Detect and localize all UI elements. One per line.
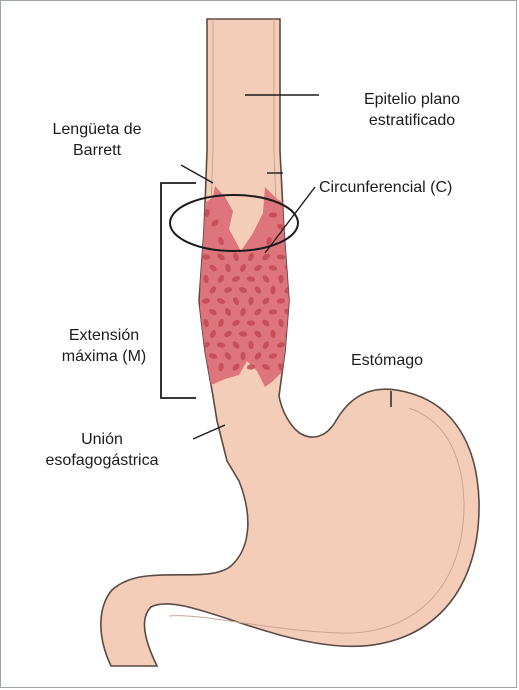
label-extension-line2: máxima (M) xyxy=(61,348,147,365)
barrett-texture-spot xyxy=(201,298,211,304)
barrett-texture-spot xyxy=(211,219,219,227)
barrett-texture-spot xyxy=(278,363,284,371)
barrett-texture-spot xyxy=(262,319,270,327)
barrett-texture-spot xyxy=(217,253,225,261)
barrett-texture-spot xyxy=(270,285,276,295)
barrett-texture-spot xyxy=(203,318,209,328)
barrett-mucosa xyxy=(199,186,289,387)
label-union-esofagogastrica: Unión esofagogástrica xyxy=(46,429,159,471)
barrett-texture-spot xyxy=(217,298,225,304)
barrett-texture-spot xyxy=(232,341,240,349)
barrett-texture-spot xyxy=(216,342,226,348)
barrett-texture-spot xyxy=(225,263,231,273)
leader-lengueta xyxy=(180,164,214,184)
barrett-texture-spot xyxy=(223,287,233,293)
barrett-texture-spot xyxy=(270,329,276,339)
barrett-texture-spot xyxy=(262,341,270,349)
barrett-texture-spot xyxy=(262,297,270,305)
barrett-texture-spot xyxy=(254,352,262,360)
label-epitelio-plano: Epitelio plano estratificado xyxy=(364,89,460,131)
barrett-texture-spot xyxy=(262,363,270,371)
barrett-texture-spot xyxy=(209,264,217,272)
barrett-texture-spot xyxy=(268,353,278,359)
barrett-texture-spot xyxy=(224,352,232,360)
leader-circunferencial xyxy=(264,186,316,254)
barrett-texture-spot xyxy=(268,212,278,218)
barrett-texture-spot xyxy=(276,342,286,348)
barrett-texture-spot xyxy=(203,274,209,284)
barrett-texture-spot xyxy=(248,340,254,350)
barrett-texture-spot xyxy=(232,363,240,371)
barrett-texture-spot xyxy=(278,318,284,328)
label-epitelio-line1: Epitelio plano xyxy=(363,91,461,108)
barrett-texture-spot xyxy=(246,320,256,326)
barrett-texture-spot xyxy=(268,309,278,315)
barrett-texture-spot xyxy=(210,330,216,338)
barrett-texture-spot xyxy=(209,308,217,316)
barrett-texture-spot xyxy=(232,319,240,327)
label-union-line2: esofagogástrica xyxy=(45,452,159,469)
barrett-texture-spot xyxy=(254,330,262,338)
barrett-texture-spot xyxy=(224,330,232,338)
barrett-texture-spot xyxy=(262,275,270,283)
barrett-texture-spot xyxy=(254,308,262,316)
barrett-texture-spot xyxy=(268,265,278,271)
barrett-texture-spot xyxy=(204,208,210,218)
barrett-texture-spot xyxy=(208,353,218,359)
label-lengueta-barrett: Lengüeta de Barrett xyxy=(53,119,142,161)
barrett-texture-spot xyxy=(246,364,256,370)
label-lengueta-line2: Barrett xyxy=(72,142,122,159)
barrett-texture-spot xyxy=(201,254,211,260)
extension-bracket xyxy=(160,182,196,399)
barrett-texture-spot xyxy=(278,274,284,284)
barrett-texture-spot xyxy=(276,254,286,260)
label-epitelio-line2: estratificado xyxy=(368,112,456,129)
barrett-texture-spot xyxy=(238,331,248,337)
barrett-texture-spot xyxy=(248,252,254,262)
barrett-texture-spot xyxy=(284,286,289,294)
barrett-texture-spot xyxy=(209,286,217,294)
barrett-texture-spot xyxy=(231,276,241,282)
barrett-texture-spot xyxy=(238,287,248,293)
stomach-inner-wall xyxy=(168,407,465,634)
barrett-texture-spot xyxy=(218,236,224,246)
label-union-line1: Unión xyxy=(81,431,123,448)
barrett-texture-spot xyxy=(254,286,262,294)
barrett-texture-spot xyxy=(284,308,289,316)
barrett-texture-spot xyxy=(246,276,256,282)
barrett-texture-spot xyxy=(217,275,225,283)
barrett-texture-spot xyxy=(266,236,272,246)
barrett-texture-spot xyxy=(218,362,224,372)
circumferential-ellipse xyxy=(169,194,299,252)
barrett-texture-spot xyxy=(248,296,254,306)
label-extension-maxima: Extensión máxima (M) xyxy=(62,325,146,367)
label-lengueta-line1: Lengüeta de xyxy=(52,121,142,138)
barrett-texture-spot xyxy=(240,264,246,272)
esophagus-stomach-body xyxy=(100,18,480,667)
leader-union xyxy=(192,424,226,440)
barrett-texture-spot xyxy=(233,252,239,262)
barrett-texture-spot xyxy=(240,307,246,317)
barrett-texture-spot xyxy=(240,351,246,361)
barrett-texture-spot xyxy=(225,308,231,316)
barrett-texture-spot xyxy=(276,298,286,304)
barrett-texture-spot xyxy=(254,264,262,272)
barrett-texture-spot xyxy=(232,297,240,305)
label-estomago: Estómago xyxy=(351,352,424,369)
barrett-texture-spot xyxy=(218,318,224,328)
label-circunferencial: Circunferencial (C) xyxy=(319,179,453,196)
barrett-texture-spot xyxy=(262,253,270,261)
label-extension-line1: Extensión xyxy=(68,327,140,344)
